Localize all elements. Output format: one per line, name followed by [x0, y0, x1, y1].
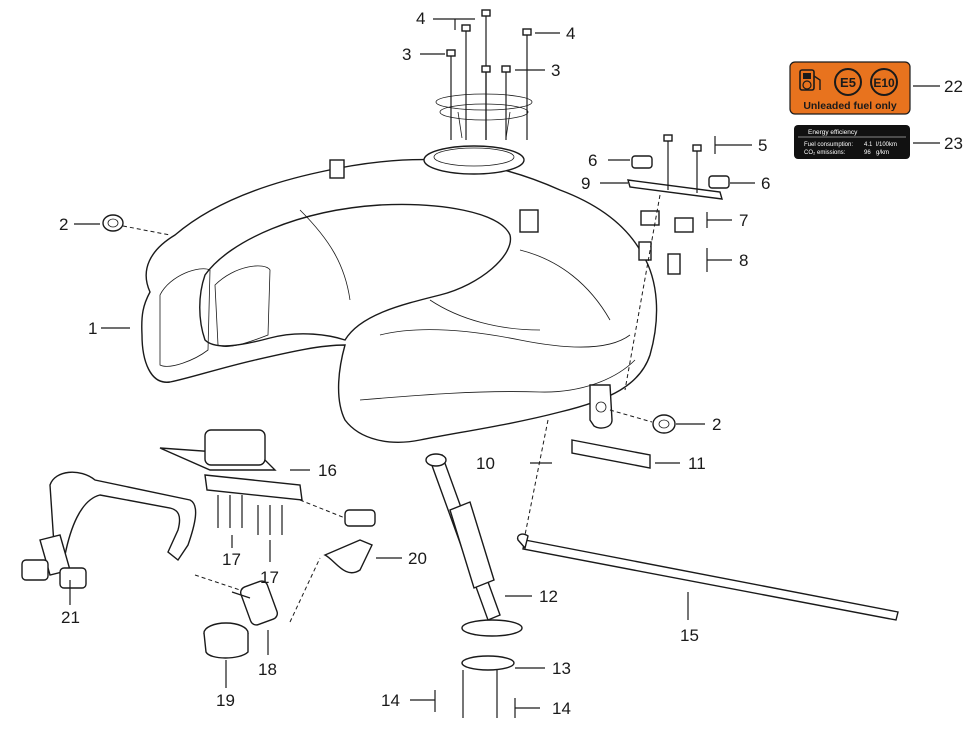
- fuel-consumption-value: 4.1: [864, 142, 873, 148]
- callout-2-right: 2: [712, 415, 721, 434]
- grommet-left: [102, 214, 171, 236]
- filler-cap-gasket: [435, 93, 533, 139]
- hose-connector-20: [323, 509, 376, 574]
- drain-hose: [516, 419, 899, 621]
- callout-4-left: 4: [416, 9, 425, 28]
- bolt-set-top: [446, 9, 532, 140]
- callout-8: 8: [739, 251, 748, 270]
- fuel-label-background: [789, 61, 911, 115]
- callout-5: 5: [758, 136, 767, 155]
- hose-clamp: [203, 622, 249, 659]
- energy-label-title: Energy efficiency: [808, 129, 858, 136]
- grade-e5-badge: E5: [834, 68, 862, 96]
- fuel-consumption-label: Fuel consumption:: [804, 142, 853, 148]
- callout-13: 13: [552, 659, 571, 678]
- callout-6-left: 6: [588, 151, 597, 170]
- callout-3-right: 3: [551, 61, 560, 80]
- callout-22: 22: [944, 77, 963, 96]
- co2-emissions-value: 96: [864, 150, 871, 156]
- callout-17-left: 17: [222, 550, 241, 569]
- energy-efficiency-label: Energy efficiency Fuel consumption: 4.1 …: [794, 125, 910, 159]
- callout-14-left: 14: [381, 691, 400, 710]
- co2-emissions-label: CO₂ emissions:: [804, 150, 846, 156]
- fuel-label-text: Unleaded fuel only: [803, 100, 897, 112]
- fuel-pump: [159, 429, 346, 535]
- callout-23: 23: [944, 134, 963, 153]
- callout-3-left: 3: [402, 45, 411, 64]
- callout-16: 16: [318, 461, 337, 480]
- callout-4-right: 4: [566, 24, 575, 43]
- grade-e10-badge: E10: [870, 68, 898, 96]
- callout-14-right: 14: [552, 699, 571, 718]
- mounting-bracket-group: [624, 134, 730, 391]
- fuel-tank: [141, 145, 658, 443]
- callout-15: 15: [680, 626, 699, 645]
- callout-19: 19: [216, 691, 235, 710]
- grommet-right: [609, 409, 676, 434]
- callout-12: 12: [539, 587, 558, 606]
- leader-lines: [69, 18, 940, 718]
- fuel-sender-rod: [425, 453, 501, 621]
- reflector-strip: [571, 439, 651, 469]
- fuel-consumption-unit: l/100km: [876, 142, 897, 148]
- grade-e10-text: E10: [873, 76, 895, 90]
- energy-label-background: [794, 125, 910, 159]
- callout-21: 21: [61, 608, 80, 627]
- sender-flange: [461, 619, 523, 718]
- fuel-filter: [194, 557, 321, 626]
- callout-2-left: 2: [59, 215, 68, 234]
- callout-10: 10: [476, 454, 495, 473]
- callout-20: 20: [408, 549, 427, 568]
- callout-7: 7: [739, 211, 748, 230]
- callout-17-right: 17: [260, 568, 279, 587]
- fuel-grade-label: E5 E10 Unleaded fuel only: [789, 61, 911, 115]
- callout-6-right: 6: [761, 174, 770, 193]
- fuel-hose-21: [21, 471, 197, 589]
- callout-1: 1: [88, 319, 97, 338]
- callout-9: 9: [581, 174, 590, 193]
- callout-11: 11: [688, 454, 706, 473]
- callout-numbers: 1 2 2 3 3 4 4 5 6 6 7 8 9 10 11 12 13 14…: [59, 9, 963, 718]
- callout-18: 18: [258, 660, 277, 679]
- co2-emissions-unit: g/km: [876, 150, 889, 156]
- fuel-pump-icon: [799, 69, 821, 91]
- grade-e5-text: E5: [840, 75, 856, 90]
